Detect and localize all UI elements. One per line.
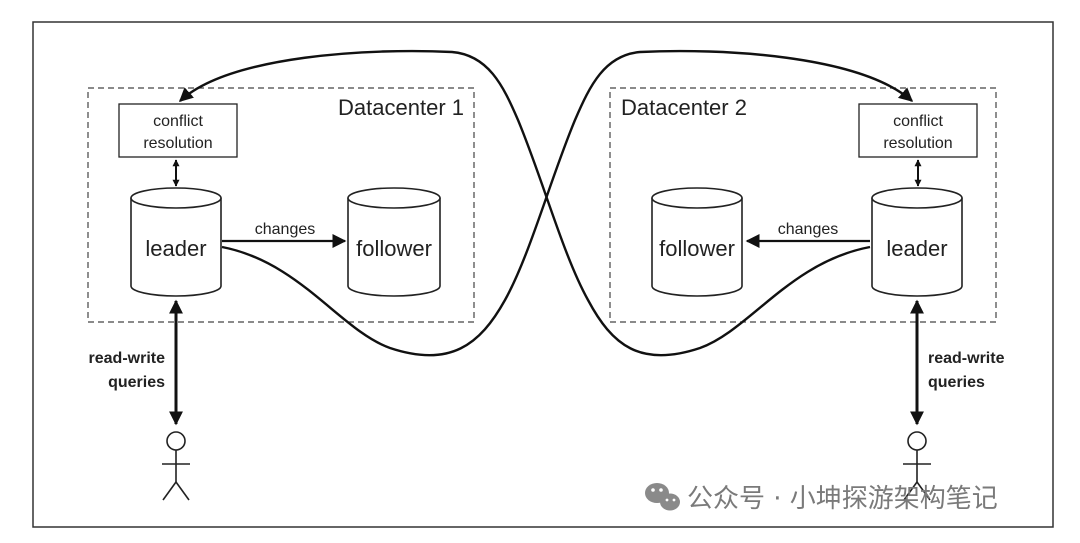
- client-1: read-write queries: [89, 299, 190, 501]
- user-icon-2: [903, 431, 931, 501]
- leader-label-2: leader: [886, 236, 947, 261]
- resolution-label-2: resolution: [883, 135, 952, 152]
- resolution-label-1: resolution: [143, 135, 212, 152]
- datacenter-1-boundary: [87, 87, 475, 323]
- changes-label-1: changes: [255, 221, 316, 238]
- replication-curve-dc1-to-dc2: [221, 49, 914, 357]
- wechat-icon: [645, 483, 680, 511]
- watermark: 公众号 · 小坤探游架构笔记: [645, 483, 998, 514]
- datacenter-2: Datacenter 2 conflict resolution followe…: [609, 87, 997, 323]
- follower-cylinder-2: [651, 187, 743, 297]
- leader-label-1: leader: [145, 236, 206, 261]
- conflict-resolution-box-1: [118, 103, 238, 158]
- follower-label-1: follower: [356, 236, 432, 261]
- changes-label-2: changes: [778, 221, 839, 238]
- queries-label-2: queries: [928, 374, 985, 391]
- conflict-label-1: conflict: [153, 113, 203, 130]
- leader-cylinder-1: [130, 187, 222, 297]
- queries-label-1: queries: [108, 374, 165, 391]
- leader-cylinder-2: [871, 187, 963, 297]
- datacenter-1-title: Datacenter 1: [338, 95, 464, 120]
- follower-label-2: follower: [659, 236, 735, 261]
- datacenter-2-title: Datacenter 2: [621, 95, 747, 120]
- conflict-label-2: conflict: [893, 113, 943, 130]
- datacenter-1: Datacenter 1 conflict resolution leader …: [87, 87, 475, 323]
- user-icon-1: [162, 431, 190, 501]
- read-write-label-2: read-write: [928, 350, 1005, 367]
- datacenter-2-boundary: [609, 87, 997, 323]
- replication-curve-dc2-to-dc1: [178, 49, 871, 357]
- watermark-text: 公众号 · 小坤探游架构笔记: [687, 484, 998, 514]
- outer-frame: [32, 21, 1054, 528]
- follower-cylinder-1: [347, 187, 441, 297]
- client-2: read-write queries: [903, 299, 1005, 501]
- conflict-resolution-box-2: [858, 103, 978, 158]
- read-write-label-1: read-write: [89, 350, 166, 367]
